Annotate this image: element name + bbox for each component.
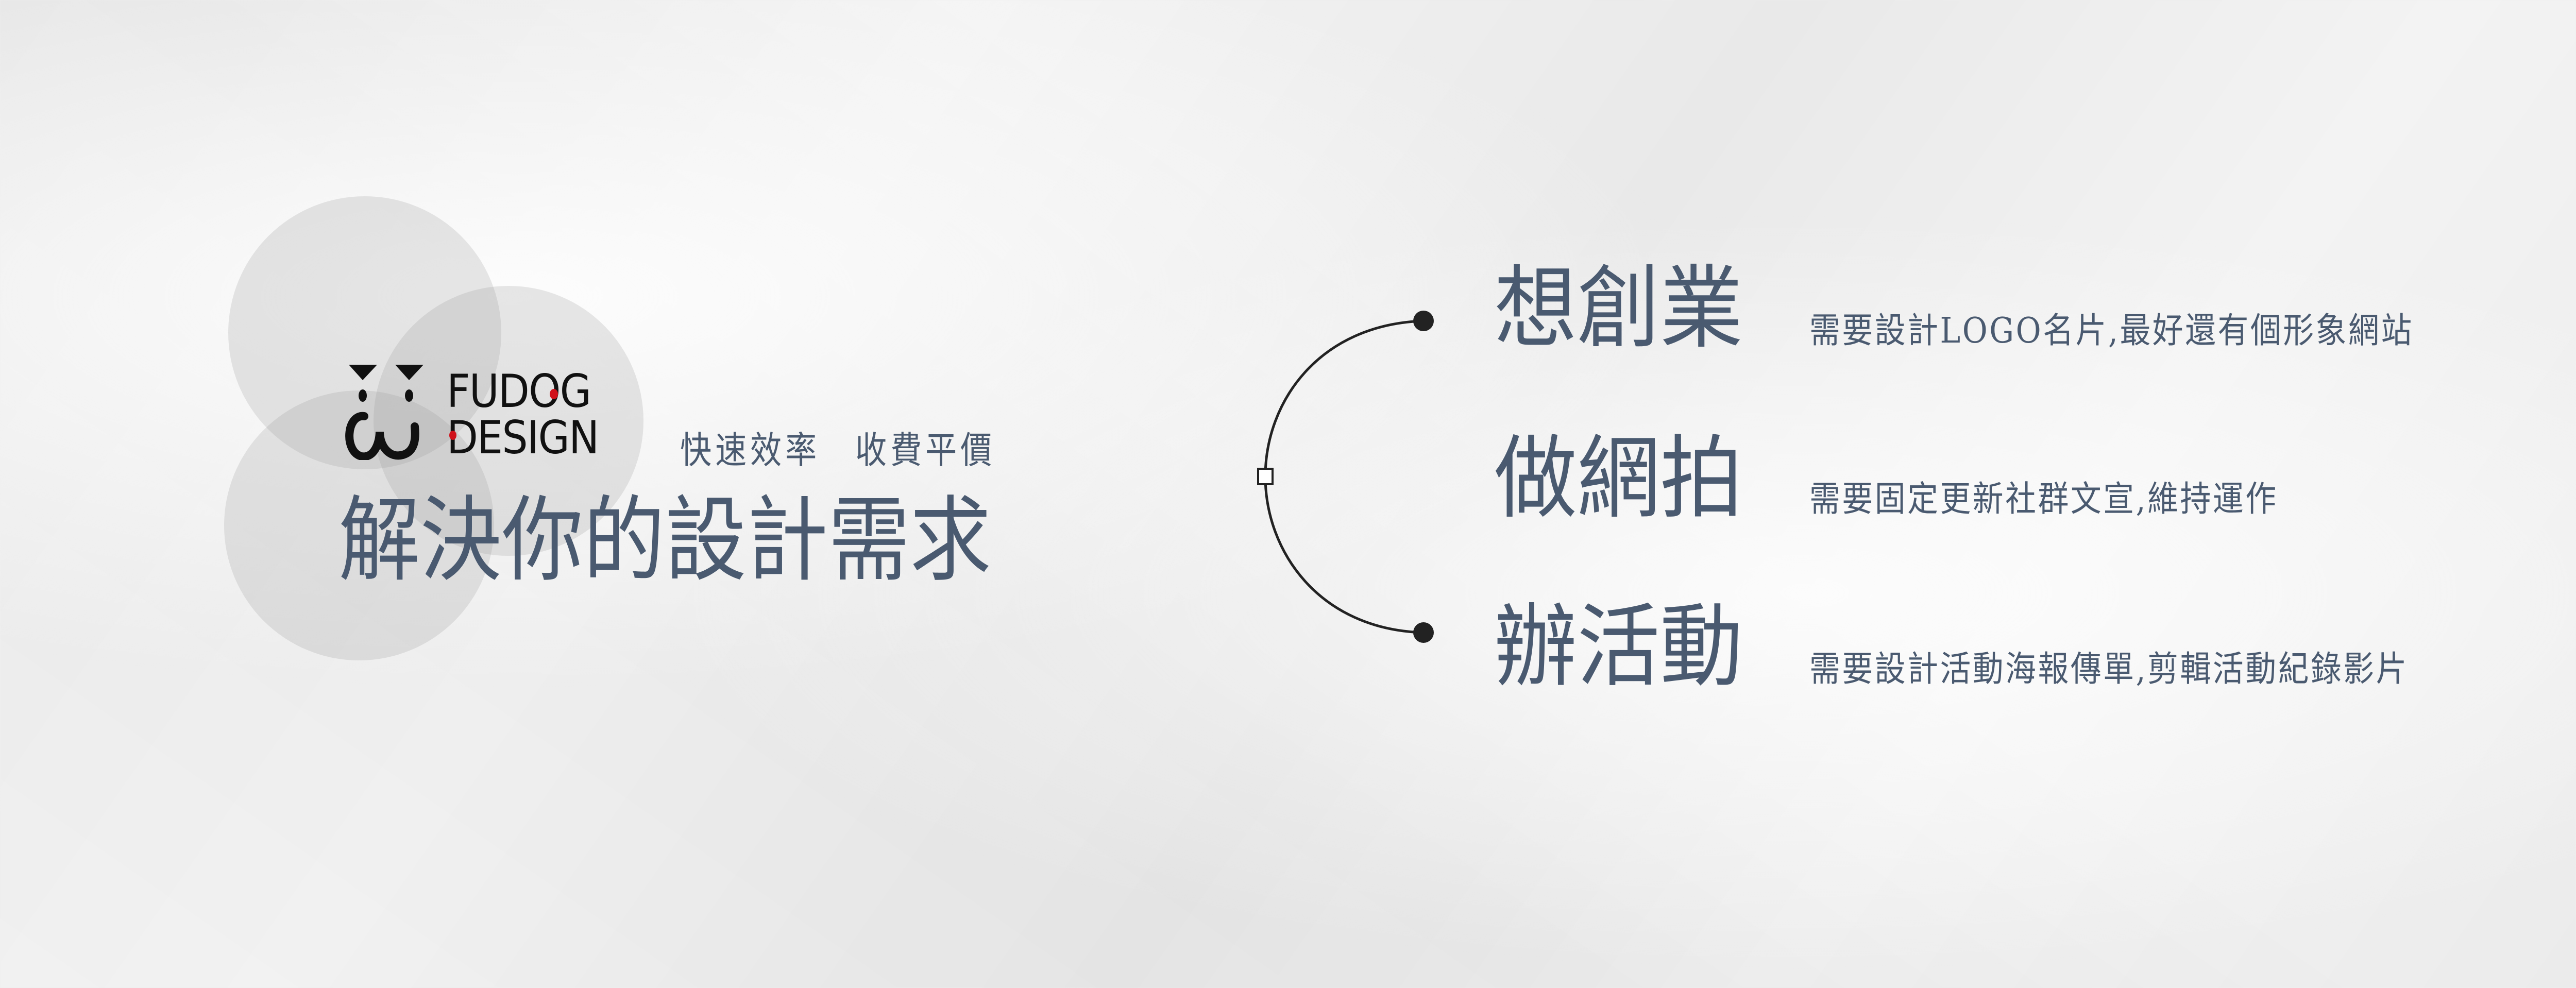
logo-red-dot [449,431,456,440]
bullet-dot [1413,311,1434,331]
logo-text-fudog: FUDOG [447,365,591,418]
item-title: 辦活動 [1494,595,1743,700]
logo-text-design: DESIGN [447,411,599,464]
arc-handle-square [1257,468,1274,485]
item-title: 想創業 [1494,257,1743,361]
bullet-dot [1413,622,1434,643]
item-description: 需要設計LOGO名片,最好還有個形象網站 [1809,311,2414,351]
logo-red-dot [550,389,558,399]
fudog-logo: FUDOG DESIGN [344,365,648,464]
tagline: 快速效率 收費平價 [680,429,996,472]
dog-face-icon [345,365,423,460]
item-title: 做網拍 [1494,427,1743,531]
decorative-circle [224,390,494,660]
headline: 解決你的設計需求 [338,487,992,594]
item-description: 需要固定更新社群文宣,維持運作 [1809,479,2278,520]
item-description: 需要設計活動海報傳單,剪輯活動紀錄影片 [1809,649,2409,690]
decorative-circle [228,196,501,469]
decorative-circle [374,286,643,556]
